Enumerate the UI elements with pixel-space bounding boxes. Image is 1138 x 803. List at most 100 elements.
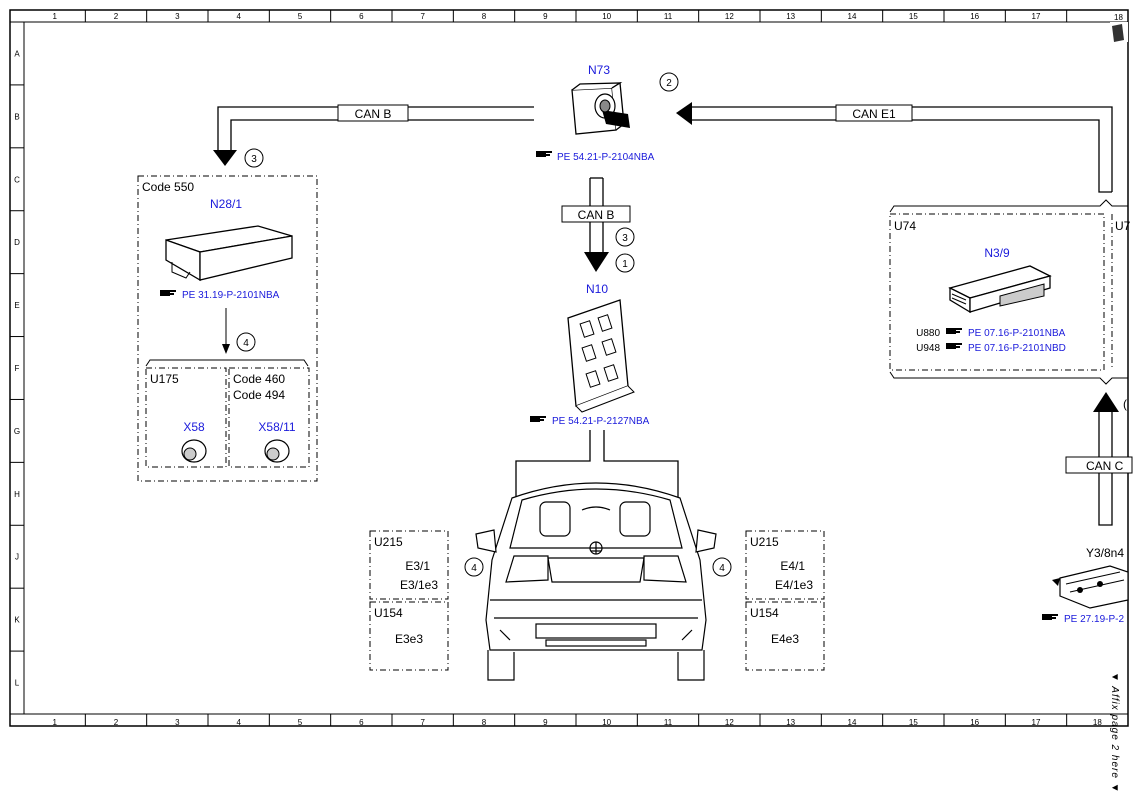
u154-left-label: U154 [374, 606, 403, 620]
column-number: 5 [298, 718, 303, 727]
e3-1e3-label[interactable]: E3/1e3 [400, 578, 438, 592]
marker-1-center [615, 253, 635, 273]
row-letter: D [14, 238, 20, 247]
e3e3-label[interactable]: E3e3 [395, 632, 423, 646]
n3-9-label[interactable]: N3/9 [984, 246, 1010, 260]
column-number: 14 [848, 718, 857, 727]
u948-code: U948 [916, 343, 940, 354]
u175-bracket [145, 359, 309, 367]
code-460-label: Code 460 [233, 372, 285, 386]
column-number: 2 [114, 12, 119, 21]
u74-bracket-bottom [889, 371, 1128, 385]
column-number: 12 [725, 12, 734, 21]
column-number: 13 [786, 12, 795, 21]
u154-right-box [745, 601, 825, 671]
code-550-box [137, 175, 318, 482]
marker-2-label: 2 [666, 78, 672, 89]
u880-ref-link[interactable]: PE 07.16-P-2101NBA [968, 328, 1066, 339]
column-number: 15 [909, 718, 918, 727]
u154-right-label: U154 [750, 606, 779, 620]
can-b-down-box [561, 205, 631, 223]
code-494-label: Code 494 [233, 388, 285, 402]
u175-box [145, 367, 227, 468]
column-number: 10 [602, 718, 611, 727]
marker-2 [659, 72, 679, 92]
can-b-down-label: CAN B [578, 208, 615, 222]
u175-label: U175 [150, 372, 179, 386]
can-b-left-box [337, 104, 409, 122]
x58-label[interactable]: X58 [183, 420, 205, 434]
can-e1-label: CAN E1 [852, 107, 896, 121]
u74-bracket-top [889, 199, 1128, 213]
n10-ref-link[interactable]: PE 54.21-P-2127NBA [552, 416, 650, 427]
pointing-hand-icon [160, 290, 176, 296]
x58-11-label[interactable]: X58/11 [258, 420, 295, 434]
pointing-hand-icon [946, 343, 962, 349]
can-b-line-down [584, 177, 609, 272]
column-number: 8 [482, 718, 487, 727]
column-number: 12 [725, 718, 734, 727]
page-frame [9, 9, 1129, 727]
pointing-hand-icon [536, 151, 552, 157]
marker-4-car-right-label: 4 [719, 563, 725, 574]
marker-4-car-left [464, 557, 484, 577]
marker-1-center-label: 1 [622, 259, 628, 270]
marker-3-left-label: 3 [251, 154, 257, 165]
y3-8n4-label[interactable]: Y3/8n4 [1086, 546, 1124, 560]
e3-1-label[interactable]: E3/1 [405, 559, 430, 573]
row-letter: C [14, 175, 20, 184]
column-number: 17 [1032, 718, 1041, 727]
row-letter: K [14, 616, 20, 625]
u215-left-label: U215 [374, 535, 403, 549]
column-number: 10 [602, 12, 611, 21]
column-number: 11 [664, 12, 673, 21]
row-letter: G [14, 427, 20, 436]
e4e3-label[interactable]: E4e3 [771, 632, 799, 646]
n73-label[interactable]: N73 [588, 63, 610, 77]
vehicle-rear-view [475, 482, 717, 681]
can-e1-box [835, 104, 913, 122]
column-number: 17 [1032, 12, 1041, 21]
socket-x58-icon [181, 439, 207, 463]
u215-right-box [745, 530, 825, 600]
code-460-box [228, 367, 310, 468]
y3-8n4-ref-link[interactable]: PE 27.19-P-2 [1064, 614, 1124, 625]
u948-ref-link[interactable]: PE 07.16-P-2101NBD [968, 343, 1066, 354]
marker-cut: ( [1123, 397, 1127, 411]
can-b-line-left [213, 106, 534, 166]
scissors-icon [1112, 24, 1124, 42]
marker-3-left [244, 148, 264, 168]
marker-4-left [236, 332, 256, 352]
column-number: 11 [664, 718, 673, 727]
u215-left-box [369, 530, 449, 600]
column-number: 4 [236, 12, 241, 21]
pointing-hand-icon [530, 416, 546, 422]
column-number: 7 [420, 718, 425, 727]
n10-label[interactable]: N10 [586, 282, 608, 296]
n73-ref-link[interactable]: PE 54.21-P-2104NBA [557, 152, 655, 163]
column-number: 5 [298, 12, 303, 21]
column-number: 8 [482, 12, 487, 21]
row-letter: E [14, 301, 19, 310]
column-number: 15 [909, 12, 918, 21]
column-number: 4 [236, 718, 241, 727]
column-number: 2 [114, 718, 119, 727]
column-number: 9 [543, 718, 548, 727]
column-number: 13 [786, 718, 795, 727]
n28-1-label[interactable]: N28/1 [210, 197, 242, 211]
can-c-box [1065, 456, 1133, 474]
column-number: 9 [543, 12, 548, 21]
e4-1-label[interactable]: E4/1 [780, 559, 805, 573]
pointing-hand-icon [1042, 614, 1058, 620]
row-letter: L [15, 679, 20, 688]
column-ruler: 1122334455667788991010111112121313141415… [52, 10, 1102, 727]
column-number: 3 [175, 12, 180, 21]
u880-code: U880 [916, 328, 940, 339]
column-number: 3 [175, 718, 180, 727]
code-550-label: Code 550 [142, 180, 194, 194]
can-c-label: CAN C [1086, 459, 1124, 473]
e4-1e3-label[interactable]: E4/1e3 [775, 578, 813, 592]
n28-1-ref-link[interactable]: PE 31.19-P-2101NBA [182, 290, 280, 301]
column-number: 6 [359, 718, 364, 727]
